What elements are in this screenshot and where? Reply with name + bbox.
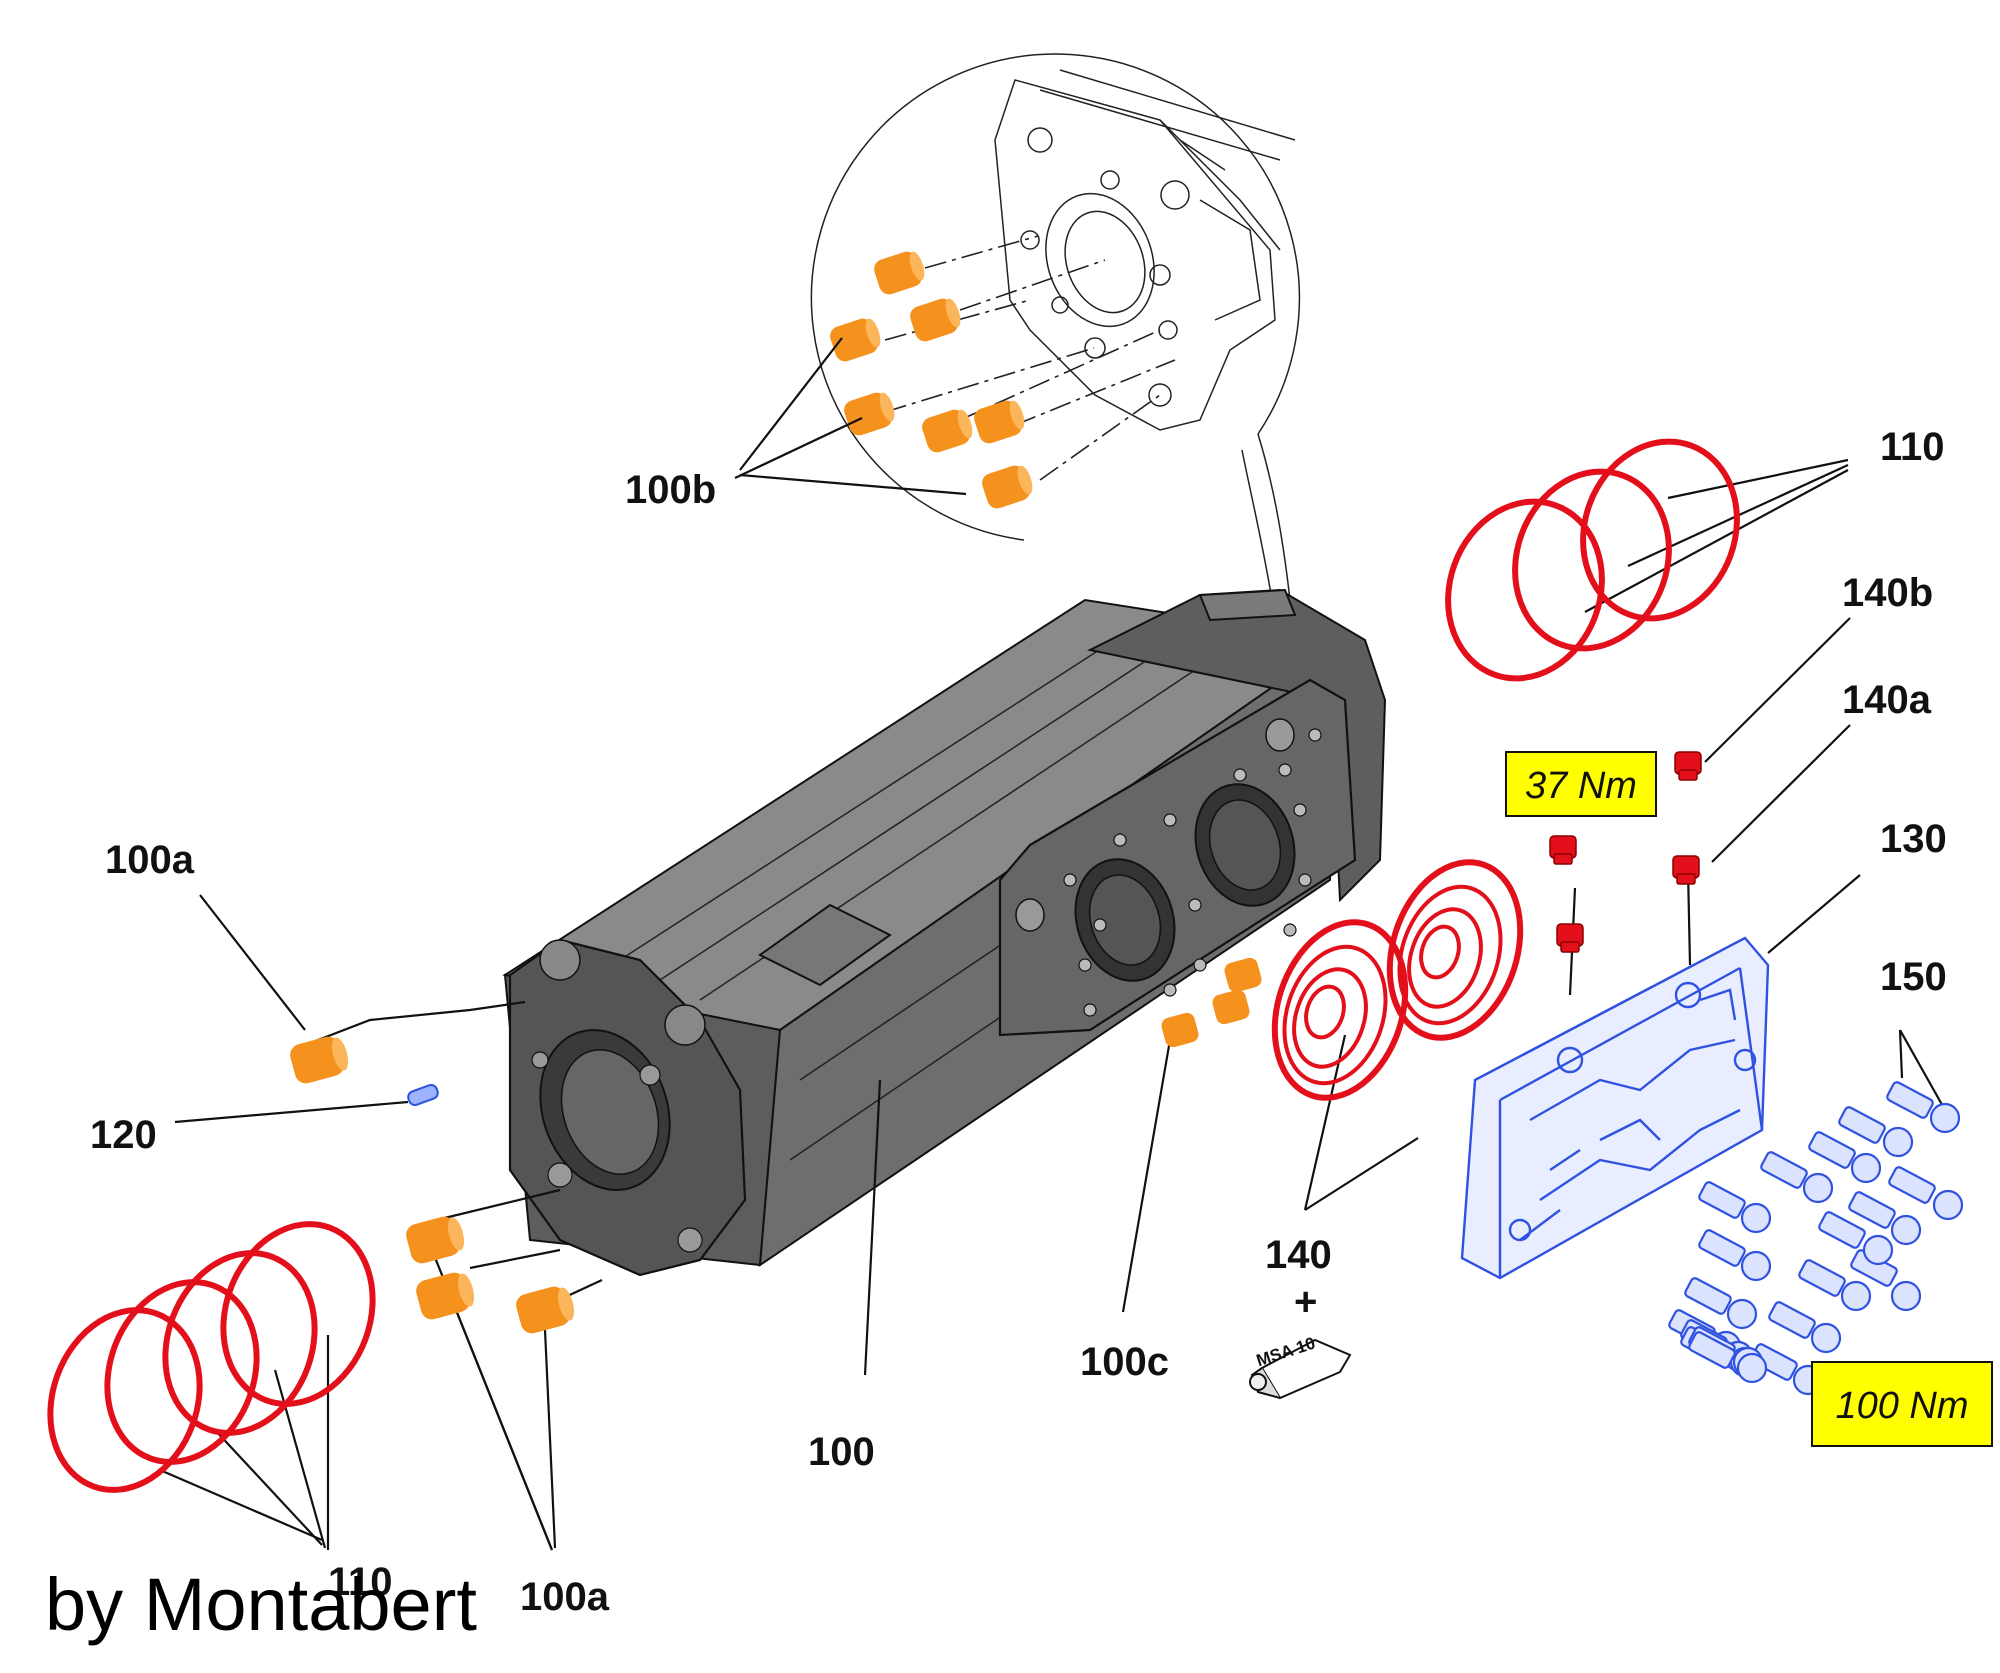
pin-120 xyxy=(407,1083,439,1107)
plug-37nm xyxy=(1549,835,1577,865)
screw-150-4 xyxy=(1760,1151,1834,1204)
o-ring-110-bottom-3 xyxy=(162,1250,318,1436)
o-ring-110-bottom-1 xyxy=(47,1307,203,1493)
screw-150-1 xyxy=(1886,1081,1961,1134)
diaphragm-140-2 xyxy=(1386,859,1524,1041)
plugs-140ab xyxy=(1549,751,1702,953)
label-140: 140 xyxy=(1265,1233,1332,1277)
label-100c: 100c xyxy=(1080,1340,1169,1384)
o-ring-110-bottom-4 xyxy=(220,1221,376,1407)
part-labels: 100b 110 140b 140a 130 150 100a 120 140 … xyxy=(90,425,1947,1619)
o-ring-110-top-1 xyxy=(1445,498,1605,682)
bushing-100c-3 xyxy=(1161,1012,1199,1048)
o-ring-110-bottom-2 xyxy=(104,1279,260,1465)
label-100a-bottom: 100a xyxy=(520,1575,610,1619)
bushing-100b-7 xyxy=(982,465,1033,509)
screws-150 xyxy=(1668,1081,1964,1396)
screw-150-11 xyxy=(1850,1249,1922,1312)
label-100: 100 xyxy=(808,1430,875,1474)
bushing-100b-4 xyxy=(844,392,895,436)
torque-box-37nm: 37 Nm xyxy=(1505,751,1657,817)
bushings-100a xyxy=(290,1036,575,1334)
screw-150-7 xyxy=(1698,1181,1772,1234)
bushing-100b-2 xyxy=(830,318,881,362)
bushing-100a-left xyxy=(290,1036,349,1084)
label-120: 120 xyxy=(90,1113,157,1157)
bushing-100a-3 xyxy=(416,1272,475,1320)
bushing-100b-3 xyxy=(910,298,961,342)
detail-flange-drawing xyxy=(994,69,1296,431)
label-140b: 140b xyxy=(1842,571,1933,615)
screw-150-5 xyxy=(1888,1166,1964,1221)
o-ring-110-top-2 xyxy=(1512,468,1672,652)
label-140-plus: + xyxy=(1294,1280,1317,1324)
diaphragm-140-1 xyxy=(1271,919,1409,1101)
bushings-100b xyxy=(830,251,1033,509)
bushing-100a-2 xyxy=(406,1216,465,1264)
grease-tube: MSA 10 xyxy=(1249,1333,1352,1400)
bushings-100c xyxy=(1161,957,1262,1048)
label-100b: 100b xyxy=(625,468,716,512)
screw-150-9 xyxy=(1684,1277,1758,1330)
credit-text: by Montabert xyxy=(45,1563,477,1646)
screw-150-10 xyxy=(1798,1259,1872,1312)
screw-150-2 xyxy=(1838,1106,1914,1158)
diaphragms-140 xyxy=(1271,859,1524,1101)
o-rings-110-bottom xyxy=(47,1221,376,1493)
bushing-100c-2 xyxy=(1212,989,1250,1025)
plug-140a xyxy=(1672,855,1700,885)
torque-box-100nm: 100 Nm xyxy=(1811,1361,1993,1447)
bushing-100b-6 xyxy=(974,400,1025,444)
label-110-bottom: 110 xyxy=(328,1560,393,1604)
bushing-100a-4 xyxy=(516,1286,575,1334)
bushing-100b-1 xyxy=(874,251,925,295)
plug-lower xyxy=(1556,923,1584,953)
detail-callout xyxy=(810,53,1301,601)
main-housing-100 xyxy=(502,588,1387,1277)
plug-140b xyxy=(1674,751,1702,781)
bushing-100c-1 xyxy=(1224,957,1262,993)
o-ring-110-top-3 xyxy=(1580,438,1740,622)
label-130: 130 xyxy=(1880,817,1947,861)
bushing-100b-5 xyxy=(922,409,973,453)
screw-150-6 xyxy=(1848,1191,1922,1246)
label-150: 150 xyxy=(1880,955,1947,999)
screw-150-3 xyxy=(1808,1131,1882,1184)
torque-100nm-text: 100 Nm xyxy=(1835,1385,1968,1427)
torque-37nm-text: 37 Nm xyxy=(1525,765,1637,807)
screw-150-8 xyxy=(1698,1229,1772,1282)
screw-150-12 xyxy=(1768,1301,1842,1354)
cover-plate-130 xyxy=(1460,936,1770,1280)
screw-150-20 xyxy=(1688,1331,1768,1384)
label-110-top: 110 xyxy=(1880,425,1945,469)
screw-150-19 xyxy=(1818,1211,1894,1266)
label-100a-left: 100a xyxy=(105,838,195,882)
label-140a: 140a xyxy=(1842,678,1932,722)
o-rings-110-top xyxy=(1445,438,1740,682)
